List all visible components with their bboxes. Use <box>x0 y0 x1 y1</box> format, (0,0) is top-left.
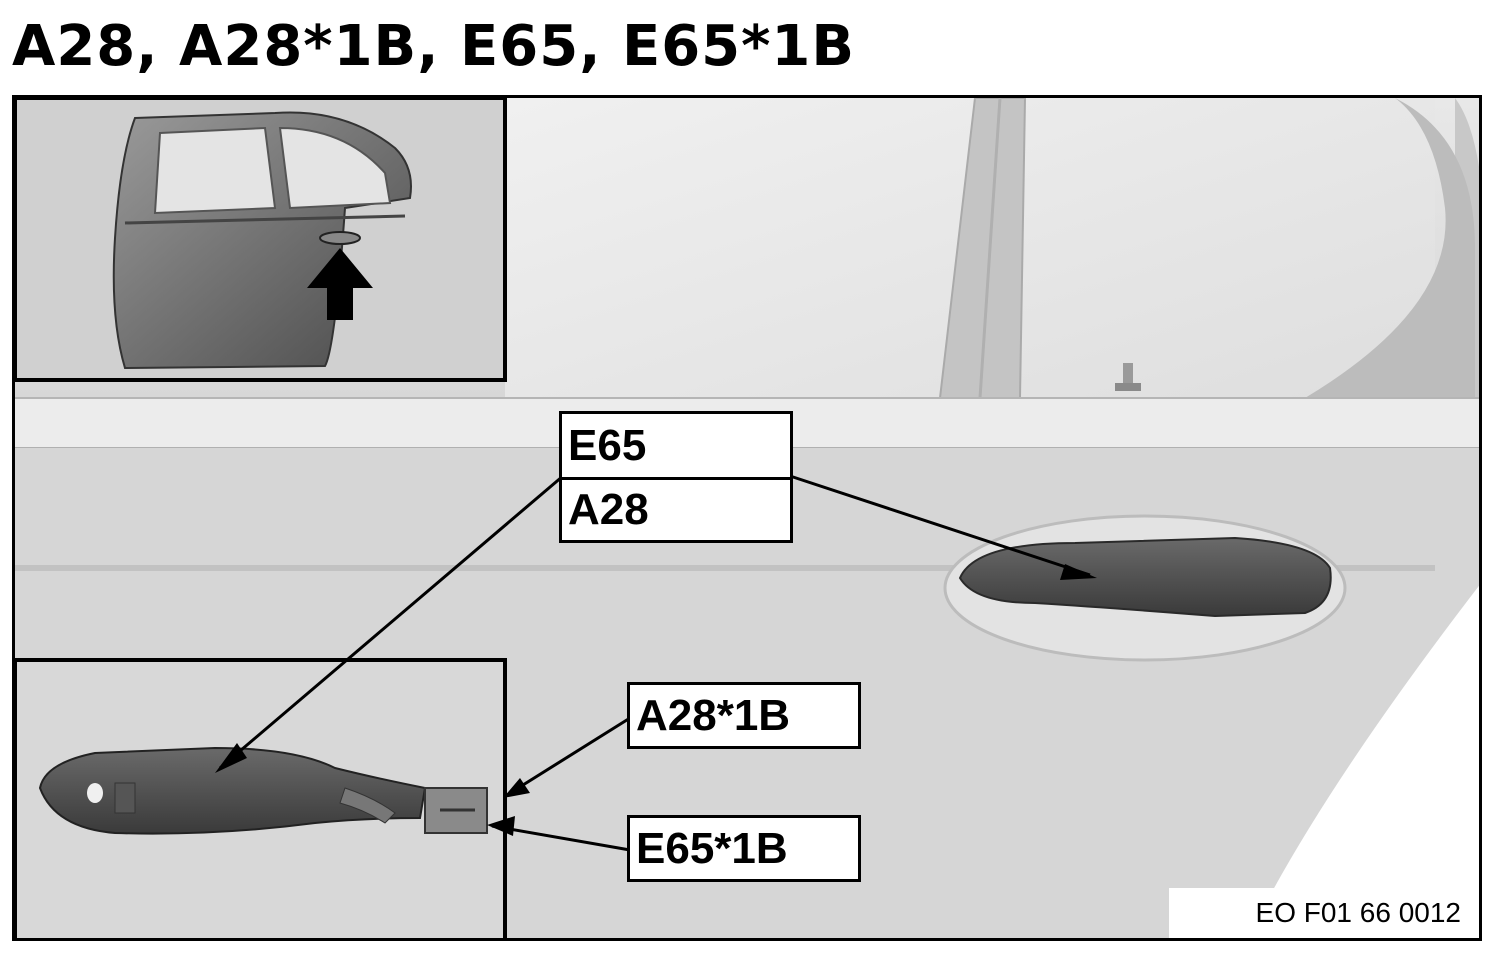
detached-handle <box>38 746 427 835</box>
leader-arrowheads <box>215 564 1097 836</box>
door-illustration <box>15 98 1479 938</box>
arrow-up-icon <box>307 248 373 320</box>
door-handle <box>958 536 1332 618</box>
diagram-frame: E65 A28 A28*1B E65*1B EO F01 66 0012 <box>12 95 1482 941</box>
leader-lines <box>219 474 1091 852</box>
callout-a28: A28 <box>562 477 790 540</box>
callout-e65: E65 <box>568 420 647 470</box>
callout-a28-1b: A28*1B <box>627 682 861 749</box>
reference-code: EO F01 66 0012 <box>1169 888 1479 938</box>
inset-car-view <box>15 98 507 382</box>
diagram-title: A28, A28*1B, E65, E65*1B <box>12 14 856 79</box>
callout-e65-1b: E65*1B <box>627 815 861 882</box>
inset-handle-detail <box>15 658 507 938</box>
callout-e65-a28: E65 A28 <box>559 411 793 543</box>
